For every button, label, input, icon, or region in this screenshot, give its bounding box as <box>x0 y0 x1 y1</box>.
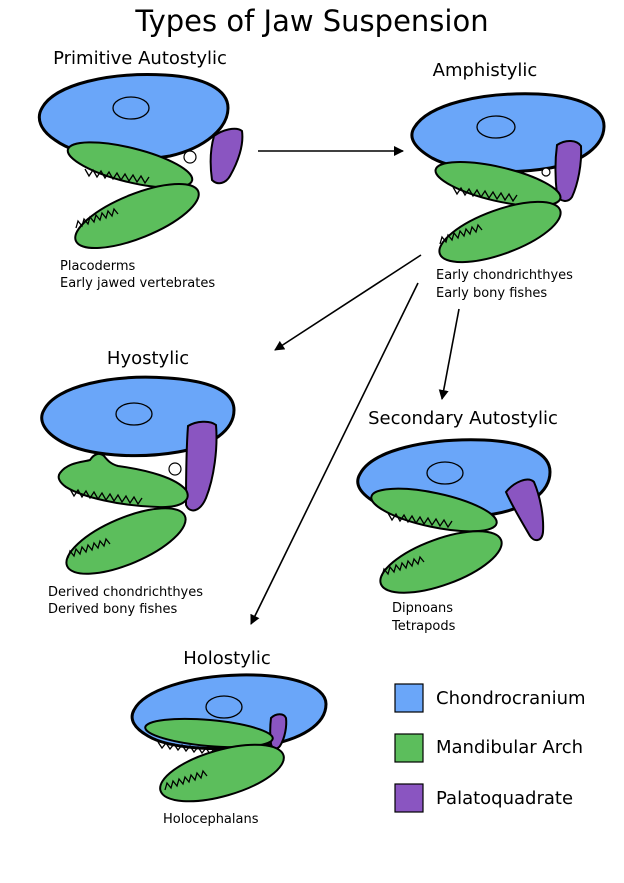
stage-amphistylic: Amphistylic Early chondrichthyes Early b… <box>410 60 606 301</box>
evolution-arrows <box>250 146 460 625</box>
arrow-amphistylic-to-holostylic <box>250 282 419 625</box>
legend-swatch <box>394 733 424 763</box>
lower-teeth <box>164 769 208 791</box>
upper-mandibular-arch <box>66 141 194 189</box>
hyoid-arch <box>183 150 197 164</box>
legend-item-chondrocranium: Chondrocranium <box>394 683 586 713</box>
stage-groups: Derived chondrichthyes Derived bony fish… <box>48 585 207 617</box>
arrow-amphistylic-to-hyostylic <box>274 254 422 351</box>
lower-teeth <box>67 537 111 559</box>
nasal-capsule <box>426 461 464 485</box>
stage-title: Secondary Autostylic <box>368 408 558 429</box>
arrow-amphistylic-to-secondary <box>438 308 460 400</box>
group-label: Dipnoans <box>392 601 453 616</box>
upper-teeth <box>452 186 518 203</box>
hyoid-arch <box>168 462 182 476</box>
lower-mandibular-arch <box>159 743 285 803</box>
legend-label: Palatoquadrate <box>436 788 573 809</box>
stage-holostylic: Holostylic Holocephalans <box>130 648 328 827</box>
stage-secondary-autostylic: Secondary Autostylic Dipnoans Tetrapods <box>356 408 558 634</box>
palatoquadrate <box>209 127 244 185</box>
lower-mandibular-arch <box>379 530 503 594</box>
lower-teeth <box>439 223 483 245</box>
chondrocranium <box>40 375 236 458</box>
legend-swatch <box>394 783 424 813</box>
group-label: Derived chondrichthyes <box>48 585 203 600</box>
legend-label: Chondrocranium <box>436 688 586 709</box>
upper-mandibular-arch <box>57 452 189 509</box>
legend-swatch <box>394 683 424 713</box>
jaw-figure <box>356 438 552 594</box>
upper-mandibular-arch <box>434 161 562 207</box>
palatoquadrate <box>184 420 218 512</box>
legend-label: Mandibular Arch <box>436 737 583 758</box>
diagram-title: Types of Jaw Suspension <box>134 4 488 38</box>
group-label: Derived bony fishes <box>48 602 178 617</box>
stage-title: Holostylic <box>183 648 271 669</box>
nasal-capsule <box>205 695 243 719</box>
lower-mandibular-arch <box>74 182 200 250</box>
chondrocranium <box>37 73 230 161</box>
group-label: Early bony fishes <box>436 286 547 301</box>
group-label: Early jawed vertebrates <box>60 276 215 291</box>
upper-teeth <box>387 512 453 529</box>
stage-title: Hyostylic <box>107 348 189 369</box>
upper-teeth <box>84 168 150 185</box>
stage-groups: Placoderms Early jawed vertebrates <box>60 259 215 291</box>
jaw-figure <box>37 73 244 250</box>
jaw-figure <box>40 375 236 575</box>
group-label: Placoderms <box>60 259 136 274</box>
lower-teeth <box>75 207 119 229</box>
palatoquadrate <box>504 478 545 542</box>
legend-item-palatoquadrate: Palatoquadrate <box>394 783 573 813</box>
legend: Chondrocranium Mandibular Arch Palatoqua… <box>394 683 586 813</box>
stage-primitive-autostylic: Primitive Autostylic Placoderms Early ja… <box>37 48 244 291</box>
group-label: Tetrapods <box>391 619 456 634</box>
lower-mandibular-arch <box>65 507 187 575</box>
upper-mandibular-arch <box>370 487 498 533</box>
lower-teeth <box>381 555 425 577</box>
nasal-capsule <box>476 115 516 139</box>
jaw-figure <box>410 92 606 264</box>
upper-mandibular-arch <box>144 717 274 749</box>
stage-groups: Early chondrichthyes Early bony fishes <box>436 268 577 301</box>
group-label: Holocephalans <box>163 812 259 827</box>
palatoquadrate <box>269 713 288 750</box>
nasal-capsule <box>112 96 150 120</box>
stage-groups: Holocephalans <box>163 812 259 827</box>
lower-mandibular-arch <box>438 200 562 264</box>
jaw-figure <box>130 673 328 803</box>
legend-item-mandibular-arch: Mandibular Arch <box>394 733 583 763</box>
stage-hyostylic: Hyostylic Derived chondrichthyes Derived… <box>40 348 236 617</box>
group-label: Early chondrichthyes <box>436 268 573 283</box>
stage-groups: Dipnoans Tetrapods <box>391 601 457 634</box>
nasal-capsule <box>115 402 153 426</box>
stage-title: Amphistylic <box>433 60 538 81</box>
stage-title: Primitive Autostylic <box>53 48 227 69</box>
hyoid-arch <box>541 167 551 177</box>
upper-teeth <box>69 488 143 506</box>
palatoquadrate <box>554 140 583 202</box>
